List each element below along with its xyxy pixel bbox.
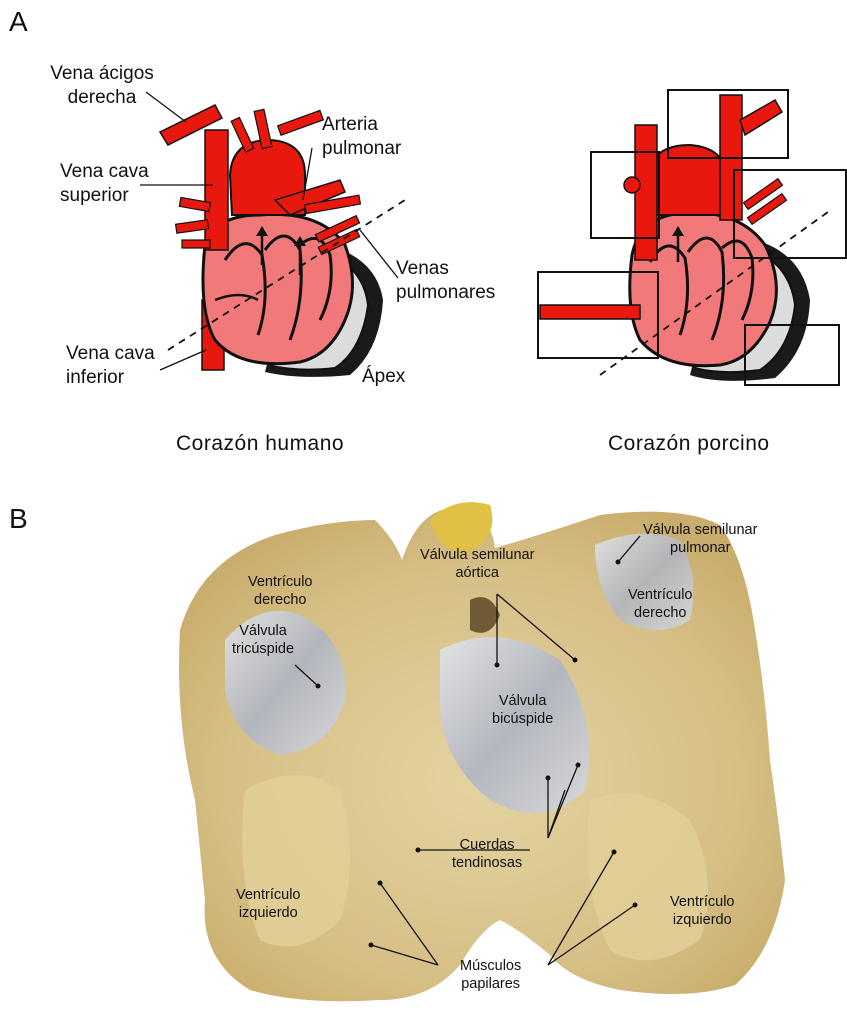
label-pulmonary-artery: Arteria pulmonar [322,113,401,161]
label-left-ventricle-right: Ventrículo izquierdo [670,893,735,929]
label-bicuspid-valve: Válvula bicúspide [492,692,553,728]
label-apex: Ápex [362,365,405,389]
label-right-ventricle-left: Ventrículo derecho [248,573,313,609]
panel-b-letter: B [9,503,28,535]
caption-porcine-heart: Corazón porcino [608,432,770,456]
porcine-azygos [540,305,640,319]
label-pulmonary-semilunar-valve: Válvula semilunar pulmonar [643,521,757,557]
label-left-ventricle-left: Ventrículo izquierdo [236,886,301,922]
label-superior-vena-cava: Vena cava superior [60,160,149,208]
porcine-heart-diagram [538,90,846,385]
caption-human-heart: Corazón humano [176,432,344,456]
label-pulmonary-veins: Venas pulmonares [396,257,495,305]
label-chordae-tendineae: Cuerdas tendinosas [452,836,522,872]
label-azygos-vein: Vena ácigos derecha [42,62,162,110]
label-tricuspid-valve: Válvula tricúspide [232,622,294,658]
label-inferior-vena-cava: Vena cava inferior [66,342,155,390]
label-papillary-muscles: Músculos papilares [460,957,521,993]
label-aortic-semilunar-valve: Válvula semilunar aórtica [420,546,534,582]
human-svc [205,130,228,250]
label-right-ventricle-right: Ventrículo derecho [628,586,693,622]
